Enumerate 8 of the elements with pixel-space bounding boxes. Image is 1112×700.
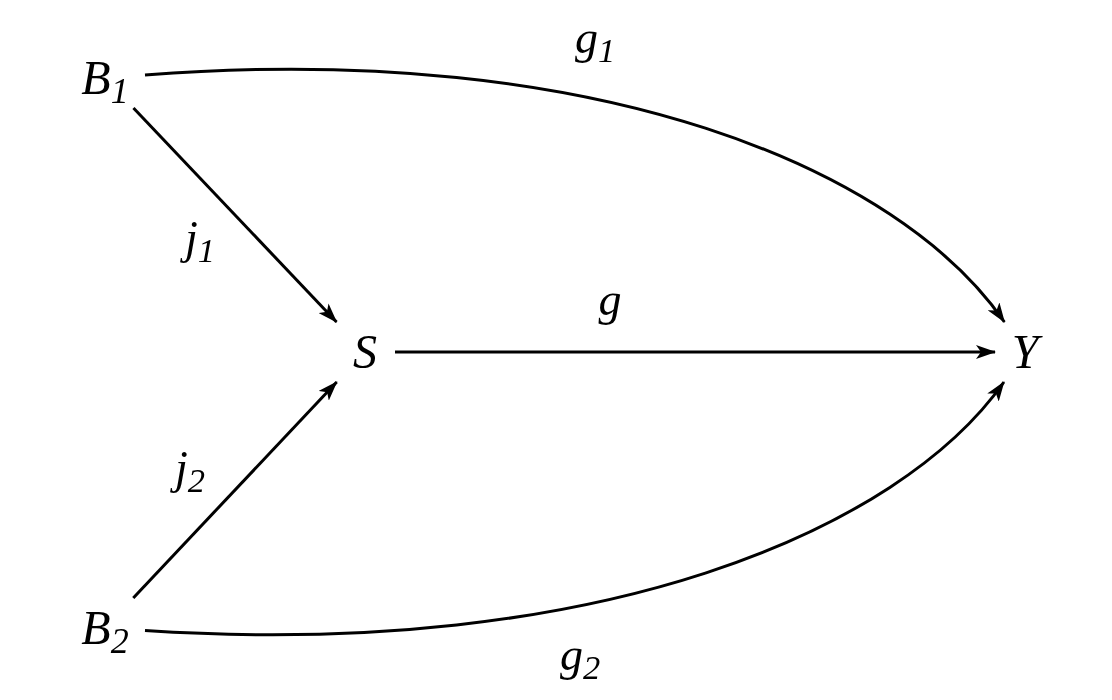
arrow bbox=[132, 106, 338, 324]
node-label: B$_{1}$ bbox=[81, 54, 129, 102]
arrow bbox=[132, 380, 338, 600]
arrow bbox=[395, 345, 996, 359]
arrow bbox=[144, 68, 1006, 323]
node-label: B$_{2}$ bbox=[81, 604, 129, 652]
arrow bbox=[144, 381, 1006, 637]
node-label: S bbox=[353, 328, 377, 376]
